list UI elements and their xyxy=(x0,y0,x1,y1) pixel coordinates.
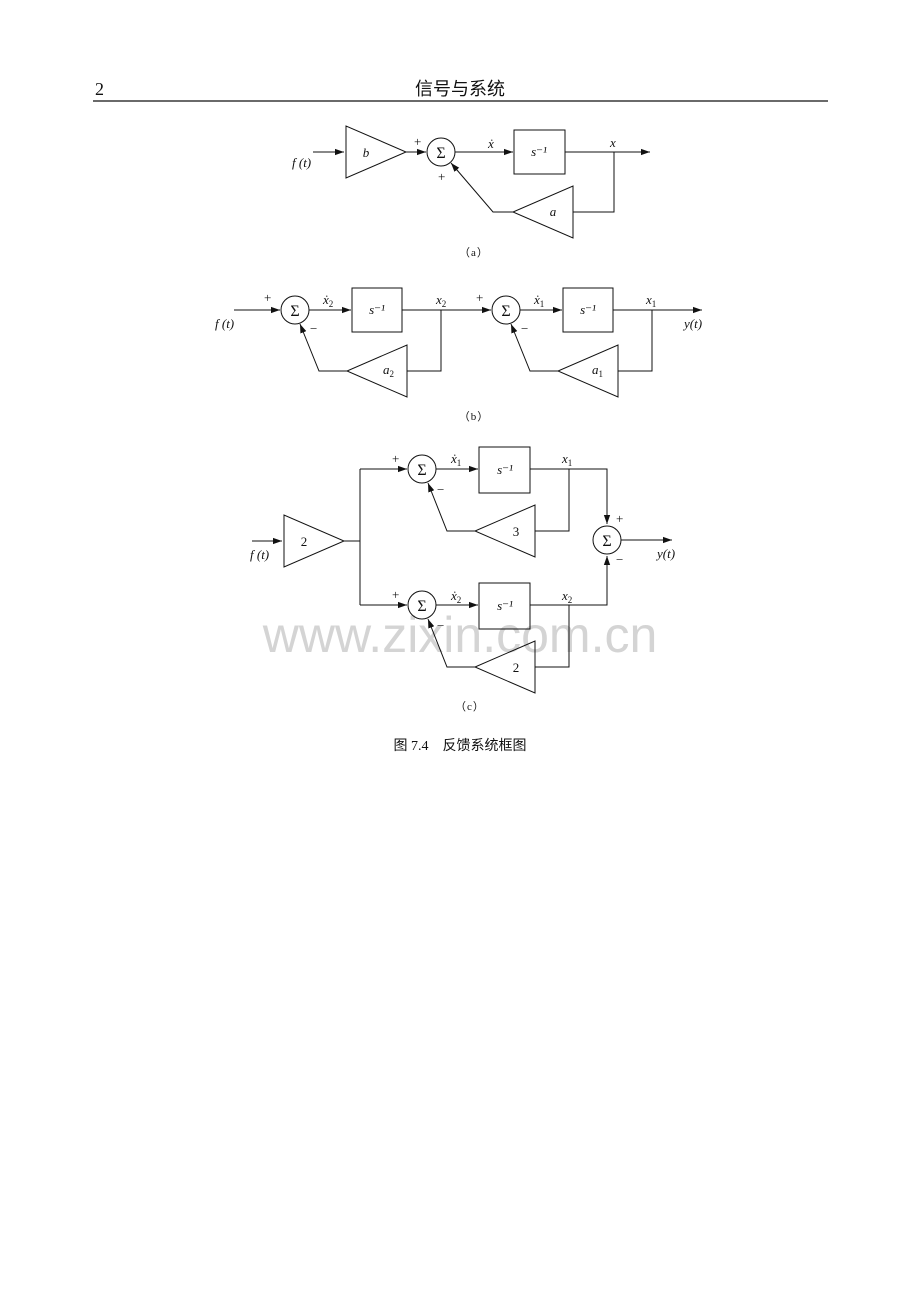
b-x2-label: x2 xyxy=(435,292,446,309)
b-plus2: + xyxy=(476,290,483,305)
a-output-x-label: x xyxy=(609,135,616,150)
b-caption: （b） xyxy=(459,410,490,423)
watermark: www.zixin.com.cn xyxy=(262,607,658,663)
running-title: 信号与系统 xyxy=(415,79,505,99)
a-xdot-label: ẋ xyxy=(487,136,494,151)
a-gain-a-triangle xyxy=(511,185,574,239)
b-output-label: y(t) xyxy=(682,316,702,331)
c-bottom-plus: + xyxy=(392,587,399,602)
c-top-gain-3-triangle xyxy=(473,504,536,558)
b-gain-a2-triangle xyxy=(345,344,408,398)
b-feedback1-line xyxy=(407,310,442,372)
figure-caption: 图 7.4 反馈系统框图 xyxy=(394,738,527,754)
a-integrator-label: s⁻¹ xyxy=(531,144,547,159)
c-output-plus: + xyxy=(616,511,623,526)
b-sum2-symbol: Σ xyxy=(501,303,510,320)
a-input-label: f (t) xyxy=(292,155,311,170)
c-caption: （c） xyxy=(455,700,485,713)
diagram-a xyxy=(313,125,650,239)
c-top-integrator-label: s⁻¹ xyxy=(497,462,513,477)
c-top-gain-label: 3 xyxy=(513,524,520,539)
b-feedback2-line xyxy=(618,310,653,372)
c-xdot2-label: ẋ2 xyxy=(450,588,461,605)
a-gain-b-triangle xyxy=(345,125,408,179)
c-gain-2-triangle xyxy=(283,514,346,568)
b-minus1: − xyxy=(310,321,317,336)
c-top-feedback-line xyxy=(535,469,570,532)
a-caption: （a） xyxy=(459,246,489,259)
b-integrator1-label: s⁻¹ xyxy=(369,302,385,317)
c-top-plus: + xyxy=(392,451,399,466)
b-feedback1-arrow xyxy=(299,323,347,372)
a-feedback-line xyxy=(573,152,615,213)
c-bottom-feedback-arrow xyxy=(427,618,475,668)
b-gain-a1-label: a1 xyxy=(592,362,603,379)
c-top-sum-symbol: Σ xyxy=(417,462,426,479)
c-x2-to-output-sum-arrow xyxy=(530,556,611,606)
c-top-minus: − xyxy=(437,482,444,497)
diagram-c xyxy=(252,446,672,694)
page-number: 2 xyxy=(95,79,104,99)
c-x2-label: x2 xyxy=(561,588,572,605)
c-output-label: y(t) xyxy=(655,546,675,561)
c-top-feedback-arrow xyxy=(427,482,475,532)
c-bottom-gain-2-triangle xyxy=(473,640,536,694)
b-integrator2-label: s⁻¹ xyxy=(580,302,596,317)
c-x1-label: x1 xyxy=(561,451,572,468)
c-bottom-feedback-line xyxy=(535,605,570,668)
c-x1-to-output-sum-arrow xyxy=(530,468,611,524)
c-xdot1-label: ẋ1 xyxy=(450,451,461,468)
c-input-label: f (t) xyxy=(250,547,269,562)
b-sum1-symbol: Σ xyxy=(290,303,299,320)
b-xdot2-label: ẋ2 xyxy=(322,292,333,309)
c-gain-label: 2 xyxy=(301,534,308,549)
b-xdot1-label: ẋ1 xyxy=(533,292,544,309)
c-output-sum-symbol: Σ xyxy=(602,533,611,550)
c-bottom-sum-symbol: Σ xyxy=(417,598,426,615)
b-plus1: + xyxy=(264,290,271,305)
c-bottom-gain-label: 2 xyxy=(513,660,520,675)
a-plus-bottom: + xyxy=(438,169,445,184)
c-bottom-integrator-label: s⁻¹ xyxy=(497,598,513,613)
diagram-b xyxy=(234,287,702,398)
c-bottom-integrator-block xyxy=(478,582,531,630)
a-gain-a-label: a xyxy=(550,204,557,219)
a-gain-b-label: b xyxy=(363,145,370,160)
b-gain-a1-triangle xyxy=(556,344,619,398)
b-feedback2-arrow xyxy=(510,323,558,372)
c-bottom-minus: − xyxy=(437,618,444,633)
b-input-label: f (t) xyxy=(215,316,234,331)
c-top-integrator-block xyxy=(478,446,531,494)
a-feedback-arrow xyxy=(450,162,513,213)
b-minus2: − xyxy=(521,321,528,336)
a-plus-top: + xyxy=(414,134,421,149)
b-gain-a2-label: a2 xyxy=(383,362,394,379)
b-x1-label: x1 xyxy=(645,292,656,309)
a-sum-symbol: Σ xyxy=(436,145,445,162)
c-output-minus: − xyxy=(616,552,623,567)
